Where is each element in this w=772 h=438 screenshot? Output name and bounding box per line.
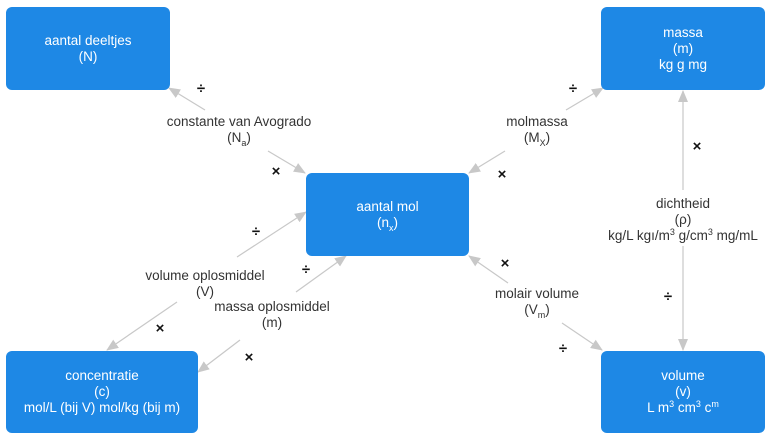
edge-label-symbol: (ρ) [674,212,692,227]
symbol-subscript: a [241,138,247,148]
edge-label-symbol: (Na) [157,130,321,148]
node-volume[interactable]: volume (v) L m3 cm3 cm [601,351,765,433]
edge-label-name: massa oplosmiddel [214,299,330,314]
symbol-close: ) [545,302,550,317]
edge-label-symbol: (m) [261,315,283,330]
edge-label-symbol: (Vm) [484,302,590,320]
edge-label-symbol: (V) [196,284,214,299]
divide-icon: ÷ [301,261,311,278]
node-aantal-deeltjes[interactable]: aantal deeltjes (N) [6,7,170,90]
symbol-close: ) [545,130,551,145]
unit-superscript: 3 [669,227,675,237]
edge-volume-oplosmiddel-to-concentratie [106,301,178,351]
divide-icon: ÷ [251,223,261,240]
symbol-base: (N [227,130,242,145]
node-symbol: (c) [94,384,110,399]
unit-text: cm [674,400,696,415]
symbol-base: (n [376,214,389,230]
symbol-subscript: X [539,138,546,148]
multiply-icon: × [500,255,510,272]
multiply-icon: × [155,320,165,337]
unit-superscript: 3 [669,399,675,409]
multiply-icon: × [271,163,281,180]
symbol-subscript: x [389,222,394,233]
node-title: concentratie [65,368,139,383]
unit-superscript: m [711,399,719,409]
divide-icon: ÷ [196,80,206,97]
divide-icon: ÷ [663,288,673,305]
multiply-icon: × [244,349,254,366]
node-symbol: (v) [675,384,691,399]
edge-volume-oplosmiddel-to-mol [236,211,307,258]
node-units: kg g mg [658,56,708,72]
edge-molair-volume-to-mol [468,255,509,284]
multiply-icon: × [497,166,507,183]
node-title: aantal mol [356,198,419,214]
unit-superscript: 3 [707,227,713,237]
edge-label-dichtheid: dichtheid (ρ) kg/L kgı/m3 g/cm3 mg/mL [596,196,770,244]
node-units: L m3 cm3 cm [647,400,719,416]
edge-label-volume-oplosmiddel: volume oplosmiddel (V) [135,268,275,300]
symbol-base: (V [524,302,538,317]
node-massa[interactable]: massa (m) kg g mg [601,7,765,90]
edge-label-molmassa: molmassa (MX) [496,114,578,148]
node-units: mol/L (bij V) mol/kg (bij m) [23,400,181,415]
divide-icon: ÷ [568,80,578,97]
node-title: aantal deeltjes [44,32,132,48]
symbol-subscript: m [537,310,546,320]
edge-label-avogadro: constante van Avogrado (Na) [157,114,321,148]
symbol-base: (M [523,130,540,145]
edge-label-symbol: (MX) [496,130,578,148]
edge-avogadro-to-deeltjes [168,87,206,111]
node-symbol: (nx) [376,214,399,233]
edge-label-name: molmassa [506,114,568,129]
node-symbol: (m) [672,40,694,56]
edge-molair-volume-to-volume [561,322,603,351]
edge-molmassa-to-mol [468,150,506,174]
divide-icon: ÷ [558,340,568,357]
symbol-close: ) [246,130,251,145]
unit-text: L m [647,400,670,415]
edge-label-name: volume oplosmiddel [145,268,265,283]
edge-massa-oplosmiddel-to-mol [295,255,347,293]
edge-label-molair-volume: molair volume (Vm) [484,286,590,320]
edge-molmassa-to-massa [565,87,604,111]
multiply-icon: × [692,138,702,155]
node-concentratie[interactable]: concentratie (c) mol/L (bij V) mol/kg (b… [6,351,198,433]
node-title: massa [663,24,703,40]
unit-text: c [700,400,712,415]
symbol-close: ) [393,214,399,230]
unit-text: g/cm [674,228,708,243]
unit-text: mg/mL [712,228,758,243]
edge-label-name: molair volume [494,286,580,301]
edge-label-name: dichtheid [655,196,711,211]
edge-label-units: kg/L kgı/m3 g/cm3 mg/mL [596,228,770,244]
edge-massa-oplosmiddel-to-concentratie [197,339,241,373]
node-aantal-mol[interactable]: aantal mol (nx) [306,173,469,256]
edge-label-name: constante van Avogrado [166,114,312,129]
unit-text: kg/L kgı/m [608,228,670,243]
node-title: volume [661,368,705,383]
unit-superscript: 3 [695,399,701,409]
edge-avogadro-to-mol [267,150,306,174]
edge-label-massa-oplosmiddel: massa oplosmiddel (m) [206,299,338,331]
node-symbol: (N) [78,48,98,64]
